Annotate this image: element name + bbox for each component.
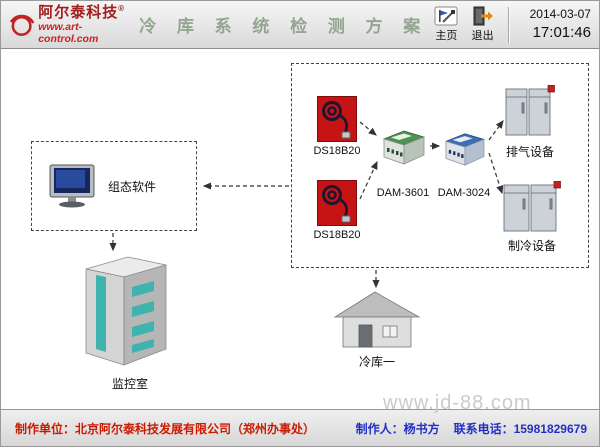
- cold-store-label: 冷库一: [358, 355, 395, 369]
- exit-button[interactable]: 退出: [465, 6, 501, 43]
- diagram-canvas: 组态软件 DS18B20 DS18B20: [1, 49, 599, 411]
- home-icon: [434, 6, 458, 26]
- logo-url: www.art-control.com: [38, 21, 99, 46]
- sensor1-label: DS18B20: [313, 145, 361, 157]
- sensor2-label: DS18B20: [313, 229, 361, 241]
- header-bar: 阿尔泰科技® www.art-control.com 冷 库 系 统 检 测 方…: [1, 1, 599, 49]
- dam3601-module-icon: [382, 130, 426, 165]
- date-display: 2014-03-07: [529, 6, 591, 21]
- contact-phone-text: 联系电话：15981829679: [453, 421, 587, 436]
- temperature-sensor-1-icon: [317, 96, 357, 142]
- page-title: 冷 库 系 统 检 测 方 案: [139, 17, 429, 36]
- cooling-label: 制冷设备: [507, 239, 556, 253]
- exit-icon: [473, 6, 493, 26]
- datetime-display: 2014-03-07 17:01:46: [517, 7, 593, 42]
- monitor-icon: [49, 164, 95, 208]
- dam3024-module-icon: [444, 133, 486, 166]
- dam3601-label: DAM-3601: [376, 187, 430, 199]
- exhaust-label: 排气设备: [505, 145, 554, 159]
- maker-person-text: 制作人：杨书方: [355, 421, 440, 436]
- logo-icon: [9, 14, 35, 36]
- cooling-equipment-icon: [503, 181, 561, 232]
- footer-bar: 制作单位：北京阿尔泰科技发展有限公司（郑州办事处） 制作人：杨书方 联系电话：1…: [1, 409, 599, 446]
- registered-mark: ®: [118, 3, 126, 13]
- logo-name: 阿尔泰科技: [38, 3, 119, 21]
- exit-button-label: 退出: [471, 30, 494, 42]
- monitor-room-building-icon: [85, 256, 167, 366]
- dam3024-label: DAM-3024: [437, 187, 491, 199]
- maker-unit-text: 制作单位：北京阿尔泰科技发展有限公司（郑州办事处）: [15, 421, 316, 436]
- cold-store-house-icon: [333, 291, 421, 348]
- home-button[interactable]: 主页: [428, 6, 464, 43]
- software-group-box: 组态软件: [31, 141, 197, 231]
- company-logo: 阿尔泰科技® www.art-control.com: [9, 4, 139, 45]
- connector-arrows: [109, 120, 504, 289]
- exhaust-equipment-icon: [505, 85, 555, 136]
- time-display: 17:01:46: [532, 23, 591, 41]
- temperature-sensor-2-icon: [317, 180, 357, 226]
- device-group-box: [291, 63, 589, 268]
- header-divider: [507, 6, 510, 43]
- monitor-room-label: 监控室: [111, 377, 148, 391]
- home-button-label: 主页: [435, 30, 458, 42]
- software-label: 组态软件: [108, 179, 157, 194]
